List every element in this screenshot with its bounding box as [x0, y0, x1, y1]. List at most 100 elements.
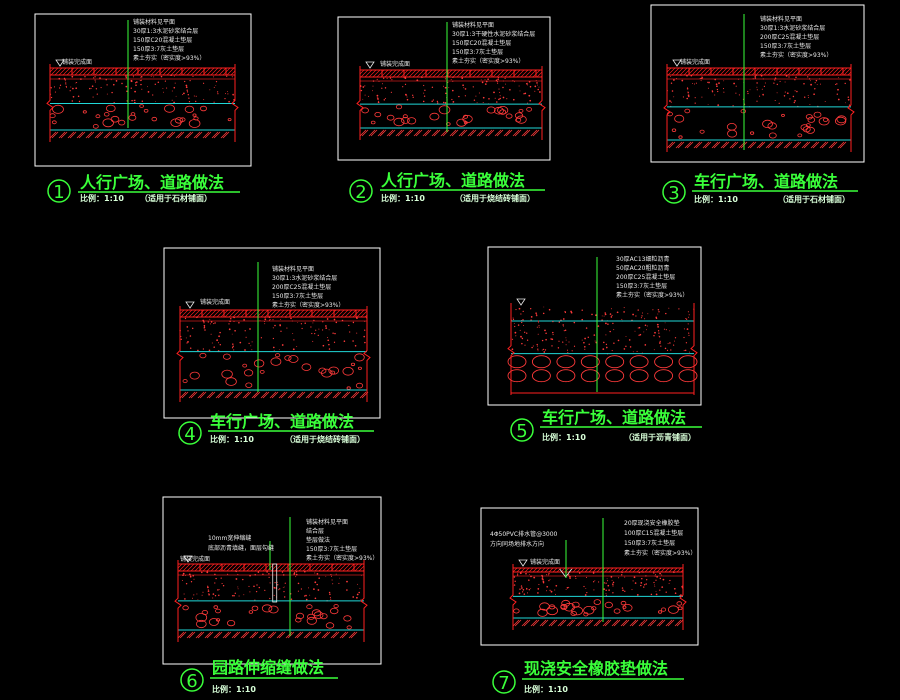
- aggregate-speck: [849, 79, 851, 81]
- gravel-pebble: [570, 611, 577, 617]
- aggregate-speck: [305, 594, 307, 597]
- detail-1[interactable]: 铺装材料见平面 30厚1:3水泥砂浆结合层 150厚C20混凝土垫层 150厚3…: [34, 13, 252, 203]
- section-drawing: [356, 61, 546, 140]
- aggregate-speck: [238, 322, 240, 324]
- aggregate-speck: [266, 571, 268, 573]
- hatch-line: [324, 309, 333, 318]
- soil-hatch: [213, 131, 221, 139]
- detail-2[interactable]: 铺装材料见平面 30厚1:3干硬性水泥砂浆结合层 150厚C20混凝土垫层 15…: [337, 16, 551, 203]
- aggregate-speck: [518, 307, 521, 310]
- hatch-line: [228, 309, 237, 318]
- hatch-line: [476, 69, 485, 78]
- detail-5[interactable]: 30厚AC13细粒沥青 50厚AC20粗粒沥青 200厚C25混凝土垫层 150…: [487, 246, 702, 442]
- aggregate-speck: [71, 75, 74, 78]
- gravel-pebble: [429, 112, 440, 121]
- aggregate-speck: [314, 333, 316, 335]
- aggregate-speck: [597, 325, 600, 327]
- detail-number-circle: [492, 670, 516, 694]
- gravel-pebble: [605, 369, 625, 383]
- soil-hatch: [631, 619, 639, 627]
- hatch-line: [536, 71, 543, 78]
- aggregate-speck: [499, 91, 501, 93]
- aggregate-speck: [352, 596, 355, 598]
- aggregate-speck: [591, 313, 593, 316]
- aggregate-speck: [272, 327, 274, 329]
- aggregate-speck: [90, 88, 92, 89]
- soil-hatch: [157, 131, 165, 139]
- detail-6[interactable]: 铺装材料见平面 结合层 垫层做法 150厚3:7灰土垫层 素土夯实（密实度>93…: [162, 496, 382, 694]
- gravel-pebble: [678, 369, 698, 383]
- joint-annotation: 底部沥青填缝，面层勾缝: [208, 544, 274, 552]
- gravel-pebble: [346, 386, 351, 390]
- aggregate-speck: [300, 588, 303, 590]
- aggregate-speck: [581, 318, 583, 321]
- aggregate-speck: [549, 578, 551, 580]
- aggregate-speck: [749, 89, 751, 91]
- aggregate-speck: [504, 77, 506, 79]
- aggregate-speck: [686, 328, 689, 330]
- aggregate-speck: [58, 77, 61, 80]
- aggregate-speck: [647, 313, 649, 315]
- aggregate-speck: [509, 89, 511, 91]
- aggregate-speck: [520, 313, 522, 315]
- soil-hatch: [539, 619, 547, 627]
- soil-hatch: [649, 619, 657, 627]
- aggregate-speck: [716, 85, 718, 88]
- aggregate-speck: [518, 592, 521, 595]
- hatch-line: [799, 67, 808, 76]
- detail-4[interactable]: 铺装材料见平面 30厚1:3水泥砂浆结合层 200厚C25混凝土垫层 150厚3…: [163, 247, 381, 445]
- gravel-pebble: [346, 625, 352, 630]
- aggregate-speck: [521, 591, 524, 593]
- gravel-pebble: [244, 369, 254, 377]
- aggregate-speck: [609, 313, 612, 315]
- soil-hatch: [85, 131, 93, 139]
- aggregate-speck: [189, 575, 192, 578]
- aggregate-speck: [225, 93, 226, 95]
- aggregate-speck: [130, 87, 132, 89]
- aggregate-speck: [633, 576, 636, 579]
- gravel-pebble: [678, 135, 683, 139]
- aggregate-speck: [333, 318, 336, 321]
- aggregate-speck: [784, 81, 786, 83]
- aggregate-speck: [391, 76, 393, 78]
- soil-hatch: [451, 129, 459, 137]
- soil-hatch: [262, 391, 270, 399]
- aggregate-speck: [542, 312, 545, 315]
- aggregate-speck: [694, 102, 696, 104]
- soil-hatch: [521, 619, 529, 627]
- aggregate-speck: [586, 592, 588, 594]
- break-line: [176, 306, 184, 402]
- aggregate-speck: [157, 81, 160, 83]
- aggregate-speck: [279, 588, 281, 590]
- aggregate-speck: [285, 316, 287, 318]
- soil-hatch: [224, 631, 232, 639]
- aggregate-speck: [94, 81, 96, 83]
- aggregate-speck: [201, 594, 203, 596]
- aggregate-speck: [482, 96, 485, 99]
- soil-hatch: [168, 131, 176, 139]
- aggregate-speck: [545, 332, 547, 335]
- aggregate-speck: [735, 85, 737, 87]
- detail-3[interactable]: 铺装材料见平面 30厚1:3水泥砂浆结合层 200厚C25混凝土垫层 150厚3…: [650, 4, 865, 204]
- soil-hatch: [523, 619, 531, 627]
- aggregate-speck: [132, 74, 134, 76]
- aggregate-speck: [819, 78, 821, 80]
- hatch-line: [755, 67, 764, 76]
- aggregate-speck: [514, 580, 516, 583]
- aggregate-speck: [686, 75, 688, 77]
- aggregate-speck: [657, 309, 660, 311]
- detail-7[interactable]: 20厚现浇安全橡胶垫 100厚C15混凝土垫层 150厚3:7灰土垫层 素土夯实…: [480, 507, 699, 694]
- aggregate-speck: [756, 86, 758, 88]
- hatch-line: [372, 69, 381, 78]
- aggregate-speck: [106, 84, 108, 86]
- aggregate-speck: [523, 593, 526, 595]
- soil-hatch: [341, 391, 349, 399]
- aggregate-speck: [584, 594, 587, 596]
- aggregate-speck: [684, 349, 687, 352]
- aggregate-speck: [376, 94, 379, 97]
- aggregate-speck: [245, 336, 247, 338]
- aggregate-speck: [636, 350, 638, 352]
- aggregate-speck: [667, 343, 669, 345]
- aggregate-speck: [421, 76, 423, 79]
- aggregate-speck: [583, 585, 585, 588]
